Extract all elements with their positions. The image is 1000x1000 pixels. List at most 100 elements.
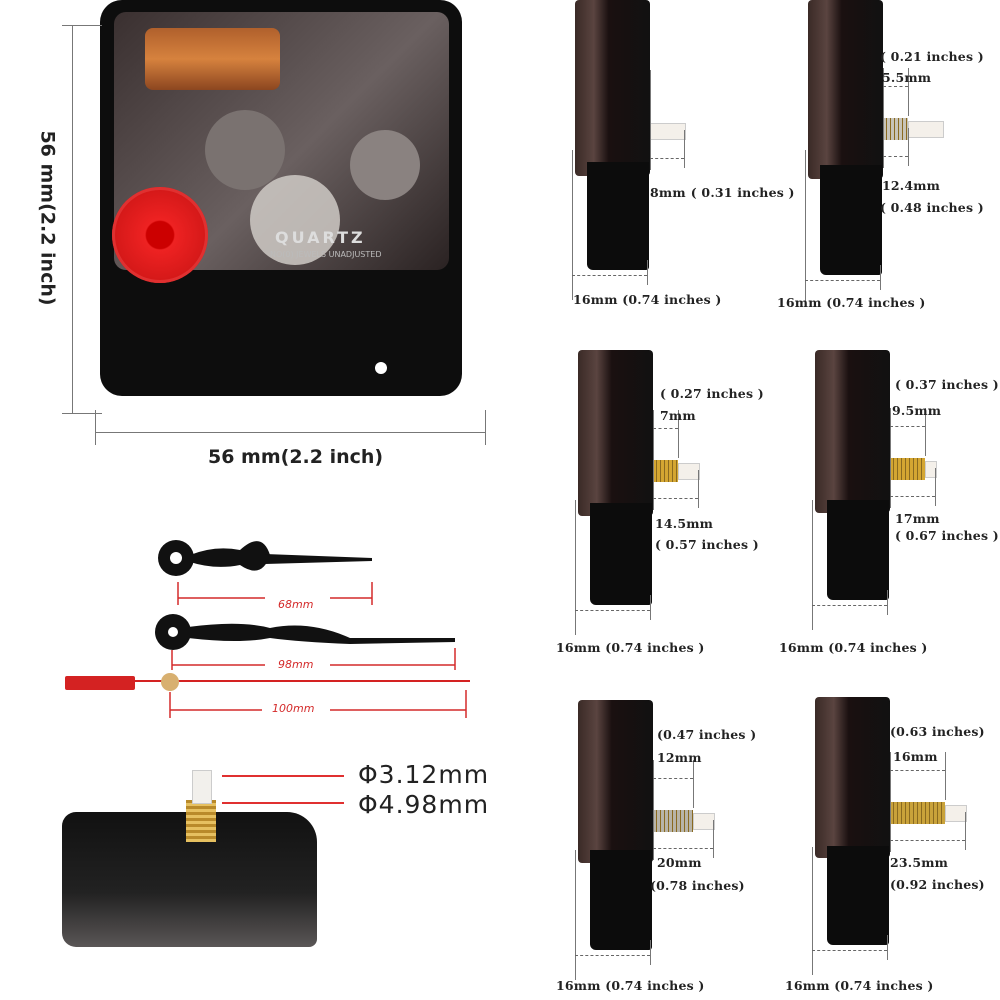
base-dim-line [890,408,891,508]
width-label: 56 mm(2.2 inch) [208,446,384,468]
thread-length-label: 5.5mm [882,70,932,85]
total-inches-label: ( 0.67 inches ) [895,528,999,543]
total-dim-line [908,128,909,166]
thread-dim-line [678,410,679,458]
arrow-line [222,775,344,777]
total-length-label: 20mm [657,855,702,870]
total-dim-dash [890,496,935,497]
base-dim-line [883,68,884,168]
width-dim-dash [812,605,887,606]
thread-inches-label: (0.47 inches ) [657,727,757,742]
total-dim-line [965,812,966,850]
shaft-tip [945,805,967,822]
height-tick-top [62,25,102,26]
width-dim-line [647,260,648,285]
width-dimension-line [95,432,485,433]
shaft-thread [653,810,693,832]
base-dim-line [653,760,654,860]
side-view-case [808,0,883,179]
width-dim-line [575,850,576,980]
base-dim-line [653,410,654,510]
time-set-knob [112,187,208,283]
shaft-tip [192,770,212,804]
total-inches-label: ( 0.48 inches ) [880,200,984,215]
total-length-label: 8mm( 0.31 inches ) [650,185,795,200]
jewels-text: NO(0) JEWELS UNADJUSTED [270,250,382,259]
total-length-label: 17mm [895,511,940,526]
thread-dim-dash [890,770,945,771]
width-dim-line [650,940,651,965]
minute-hand-length: 98mm [278,658,314,671]
shaft-thread [653,460,678,482]
thread-dim-line [925,408,926,456]
side-view-mounting-tail [587,162,649,270]
brand-text: QUARTZ [275,228,366,247]
thread-inches-label: (0.63 inches) [890,724,985,739]
mounting-hole [375,362,387,374]
side-view-case [578,350,653,516]
thread-dim-dash [883,86,908,87]
shaft-thread [890,458,925,480]
shaft-tip [650,123,686,140]
width-dim-line [572,150,573,300]
shaft-thread [883,118,908,140]
thread-dim-dash [653,428,678,429]
thread-inches-label: ( 0.27 inches ) [660,386,764,401]
thread-inches-label: ( 0.37 inches ) [895,377,999,392]
case-width-label: 16mm (0.74 inches ) [573,292,722,307]
total-inches-label: (0.92 inches) [890,877,985,892]
shaft-tip [678,463,700,480]
shaft-tip [693,813,715,830]
width-dim-line [812,500,813,630]
width-dim-line [575,500,576,635]
total-length-label: 12.4mm [882,178,941,193]
thread-dim-line [945,752,946,800]
total-dim-line [935,468,936,506]
width-dim-dash [572,275,647,276]
thread-length-label: 12mm [657,750,702,765]
total-dim-line [698,470,699,508]
width-dim-line [650,595,651,620]
case-width-label: 16mm (0.74 inches ) [556,978,705,993]
outer-shaft-diameter: Φ4.98mm [358,790,490,819]
width-tick-left [95,410,96,445]
width-dim-line [880,265,881,290]
arrow-line [222,802,344,804]
height-dimension-line [72,25,73,413]
width-dim-line [812,847,813,975]
width-dim-dash [812,950,887,951]
total-dim-line [713,820,714,858]
thread-dim-dash [653,778,693,779]
shaft-thread [890,802,945,824]
thread-dim-line [908,68,909,116]
total-dim-dash [883,156,908,157]
side-view-mounting-tail [820,165,882,275]
total-length-label: 14.5mm [655,516,714,531]
thread-length-label: 7mm [660,408,696,423]
total-inches-label: ( 0.57 inches ) [655,537,759,552]
hour-hand-length: 68mm [278,598,314,611]
total-dim-dash [890,840,965,841]
width-dim-dash [575,955,650,956]
total-dim-line [684,130,685,168]
total-inches: ( 0.31 inches ) [690,185,795,200]
thread-inches-label: ( 0.21 inches ) [880,49,984,64]
side-view-case [575,0,650,176]
gear-icon [350,130,420,200]
side-view-mounting-tail [590,850,652,950]
shaft-tip [925,461,937,478]
second-hand [65,673,470,691]
minute-hand [155,614,455,650]
side-view-mounting-tail [827,500,889,600]
shaft-tip [908,121,944,138]
total-dim-dash [650,158,684,159]
width-dim-dash [805,280,880,281]
height-label: 56 mm(2.2 inch) [36,130,59,306]
case-width-label: 16mm (0.74 inches ) [785,978,934,993]
thread-dim-dash [890,426,925,427]
side-view-mounting-tail [590,503,652,605]
total-length-label: 23.5mm [890,855,949,870]
hand-dimension-arrows [169,582,467,718]
side-view-mounting-tail [827,846,889,945]
case-width-label: 16mm (0.74 inches ) [779,640,928,655]
